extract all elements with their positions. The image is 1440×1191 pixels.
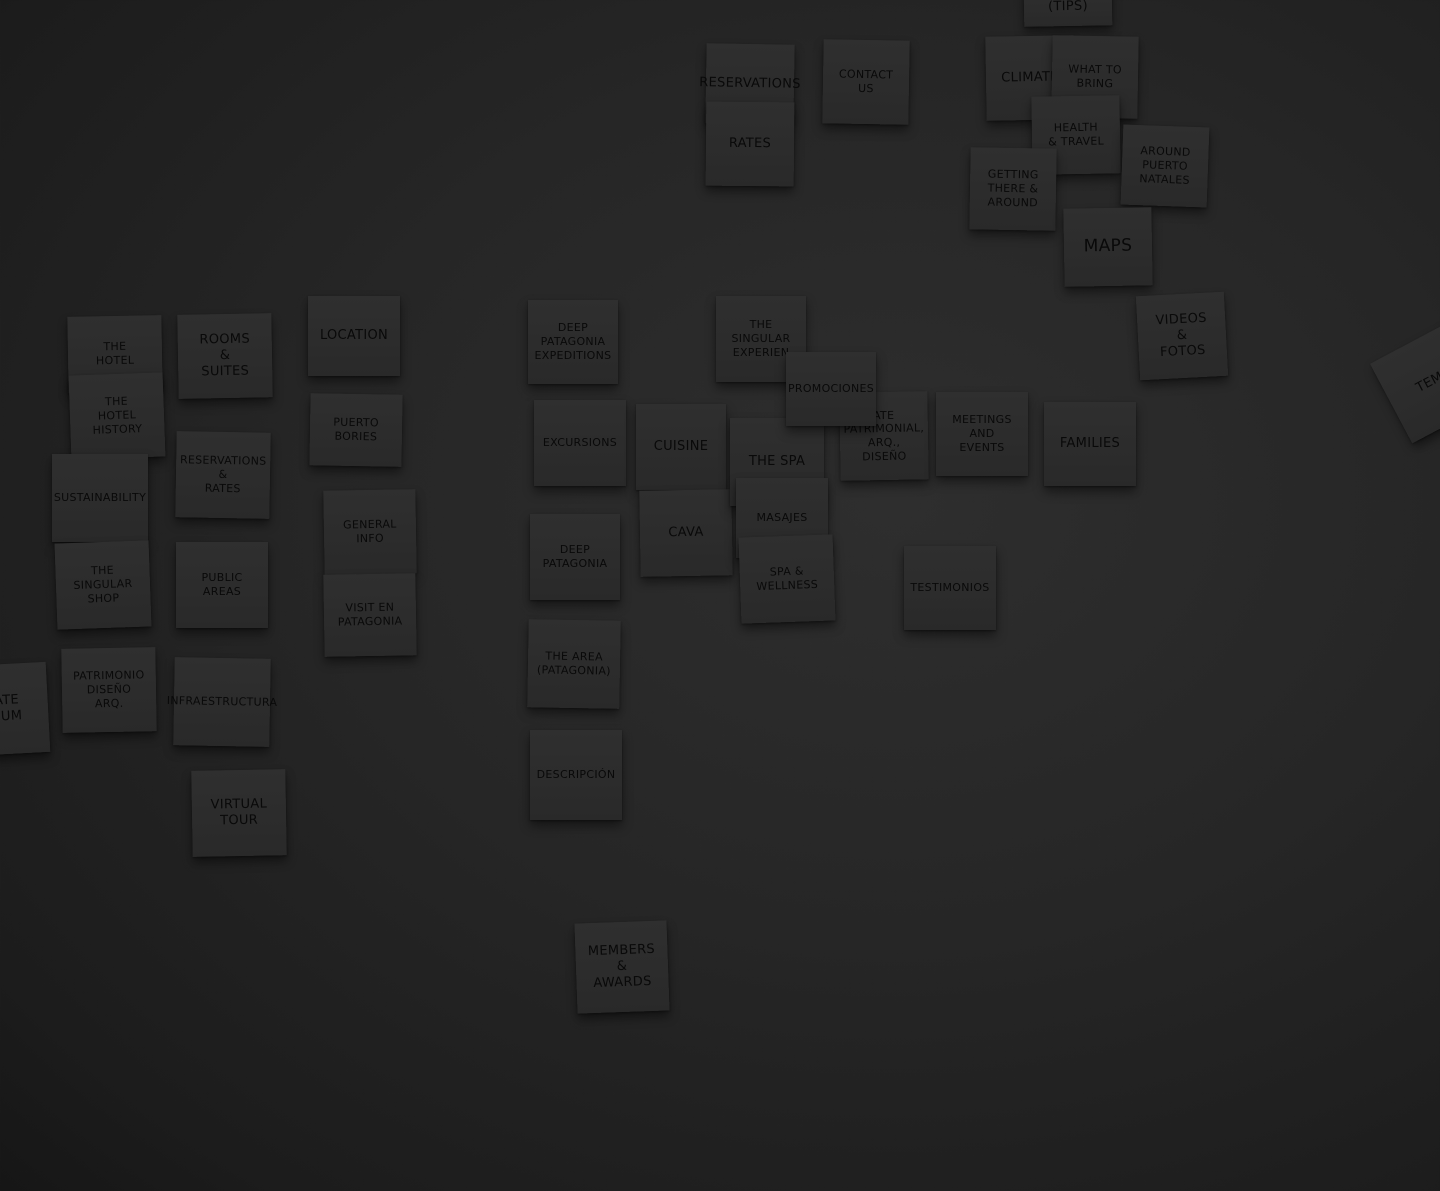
sticky-note-contact-us: CONTACT US	[822, 39, 910, 125]
sticky-note-tips: (TIPS)	[1023, 0, 1113, 27]
sticky-note-puerto-bories: PUERTO BORIES	[309, 393, 403, 467]
sticky-note-maps: MAPS	[1063, 207, 1153, 287]
sticky-note-cuisine: CUISINE	[636, 404, 726, 490]
note-text: CAVA	[668, 524, 704, 541]
note-text: VISIT EN PATAGONIA	[337, 600, 403, 629]
note-text: TESTIMONIOS	[910, 581, 990, 595]
sticky-note-reservations-rates: RESERVATIONS & RATES	[175, 431, 271, 519]
sticky-note-members-awards: MEMBERS & AWARDS	[574, 920, 670, 1014]
note-text: TEM	[1413, 369, 1440, 396]
note-text: WHAT TO BRING	[1068, 62, 1122, 91]
sticky-note-singular-shop: THE SINGULAR SHOP	[54, 540, 152, 630]
note-text: DESCRIPCIÓN	[536, 768, 616, 782]
note-text: VIDEOS & FOTOS	[1155, 310, 1208, 361]
note-text: THE HOTEL	[95, 340, 135, 368]
note-text: DEEP PATAGONIA	[542, 543, 608, 570]
sticky-note-patrimonio: PATRIMONIO DISEÑO ARQ.	[61, 647, 157, 733]
sticky-note-museum-partial: ATE EUM	[0, 661, 51, 757]
note-text: PATRIMONIO DISEÑO ARQ.	[72, 668, 145, 711]
note-text: VIRTUAL TOUR	[210, 796, 268, 829]
sticky-note-virtual-tour: VIRTUAL TOUR	[191, 769, 287, 857]
note-text: THE SINGULAR EXPERIEN	[731, 318, 791, 359]
sticky-note-deep-patagonia: DEEP PATAGONIA	[530, 514, 620, 600]
note-text: RESERVATIONS	[699, 74, 801, 92]
sticky-note-cava: CAVA	[639, 489, 733, 577]
sticky-note-meetings-events: MEETINGS AND EVENTS	[936, 392, 1028, 476]
note-text: SPA & WELLNESS	[756, 564, 819, 594]
sticky-note-edge-partial: TEM	[1370, 322, 1440, 444]
sticky-note-getting-there: GETTING THERE & AROUND	[969, 147, 1057, 231]
note-text: GETTING THERE & AROUND	[987, 167, 1039, 210]
note-text: MEETINGS AND EVENTS	[952, 413, 1012, 454]
note-text: EXCURSIONS	[542, 436, 618, 450]
note-text: RATES	[728, 135, 772, 152]
note-text: HEALTH & TRAVEL	[1048, 120, 1105, 149]
note-text: THE SINGULAR SHOP	[73, 563, 133, 606]
note-text: LOCATION	[319, 327, 389, 343]
sticky-note-infraestructura: INFRAESTRUCTURA	[167, 657, 277, 747]
sticky-note-location: LOCATION	[308, 296, 400, 376]
note-text: INFRAESTRUCTURA	[166, 694, 278, 710]
note-text: PUERTO BORIES	[333, 415, 380, 444]
sticky-note-description: DESCRIPCIÓN	[530, 730, 622, 820]
note-text: CLIMATE	[1001, 69, 1059, 86]
sticky-note-promociones: PROMOCIONES	[786, 352, 876, 426]
note-text: THE HOTEL HISTORY	[92, 394, 143, 437]
sticky-note-rates: RATES	[705, 101, 795, 187]
sticky-note-around-puerto-natales: AROUND PUERTO NATALES	[1120, 124, 1210, 208]
note-text: MASAJES	[756, 511, 808, 525]
sticky-note-rooms-suites: ROOMS & SUITES	[177, 313, 273, 399]
sticky-note-hotel-history: THE HOTEL HISTORY	[68, 372, 166, 460]
sticky-note-sustainability: SUSTAINABILITY	[52, 454, 148, 542]
note-text: CONTACT US	[838, 67, 894, 96]
sticky-note-testimonios: TESTIMONIOS	[904, 546, 996, 630]
sticky-note-general-info: GENERAL INFO	[323, 489, 417, 575]
sticky-note-the-singular-experience: THE SINGULAR EXPERIEN	[716, 296, 806, 382]
note-text: SUSTAINABILITY	[53, 491, 147, 505]
note-text: PUBLIC AREAS	[201, 571, 243, 598]
sticky-note-deep-patagonia-expeditions: DEEP PATAGONIA EXPEDITIONS	[528, 300, 618, 384]
note-text: CUISINE	[653, 438, 709, 454]
sticky-note-the-area: THE AREA (PATAGONIA)	[527, 619, 621, 709]
note-text: THE SPA	[748, 453, 806, 469]
note-text: PROMOCIONES	[787, 382, 875, 396]
note-text: DEEP PATAGONIA EXPEDITIONS	[534, 321, 612, 362]
note-text: ROOMS & SUITES	[199, 331, 251, 380]
note-text: AROUND PUERTO NATALES	[1139, 144, 1191, 187]
sticky-note-videos-fotos: VIDEOS & FOTOS	[1135, 291, 1229, 381]
sticky-note-public-areas: PUBLIC AREAS	[176, 542, 268, 628]
note-text: GENERAL INFO	[342, 517, 397, 546]
note-text: MEMBERS & AWARDS	[587, 941, 656, 992]
sticky-note-spa-wellness: SPA & WELLNESS	[738, 534, 836, 624]
sticky-note-excursions: EXCURSIONS	[534, 400, 626, 486]
note-text: MAPS	[1083, 235, 1133, 257]
note-text: (TIPS)	[1047, 0, 1089, 15]
sticky-note-visit-patagonia: VISIT EN PATAGONIA	[323, 573, 417, 657]
note-text: RESERVATIONS & RATES	[179, 453, 267, 496]
note-text: ATE EUM	[0, 692, 23, 725]
note-text: FAMILIES	[1059, 435, 1121, 451]
sticky-note-families: FAMILIES	[1044, 402, 1136, 486]
note-text: THE AREA (PATAGONIA)	[536, 649, 611, 678]
